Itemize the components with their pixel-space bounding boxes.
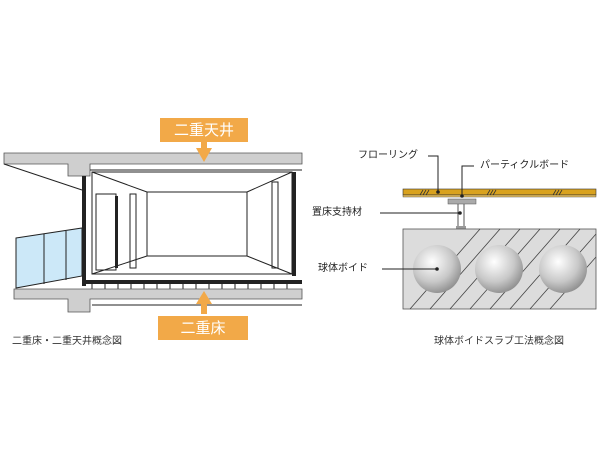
- floor-arrow-icon: [196, 291, 212, 304]
- right-caption: 球体ボイドスラブ工法概念図: [434, 336, 564, 347]
- lower-slab: [13, 288, 303, 313]
- double-floor-badge: 二重床: [158, 316, 248, 340]
- label-sphere-void: 球体ボイド: [318, 263, 368, 274]
- sphere-void-3: [539, 245, 587, 293]
- ceiling-arrow-icon: [196, 148, 212, 162]
- upper-slab: [3, 152, 303, 177]
- void-slab-diagram: [380, 155, 597, 310]
- left-caption: 二重床・二重天井概念図: [12, 336, 122, 347]
- double-floor-ceiling-diagram: [3, 138, 303, 314]
- label-support: 置床支持材: [312, 207, 362, 218]
- label-flooring: フローリング: [358, 150, 418, 161]
- double-ceiling-badge: 二重天井: [160, 118, 248, 142]
- sphere-void-2: [475, 245, 523, 293]
- label-particle-board: パーティクルボード: [480, 160, 570, 171]
